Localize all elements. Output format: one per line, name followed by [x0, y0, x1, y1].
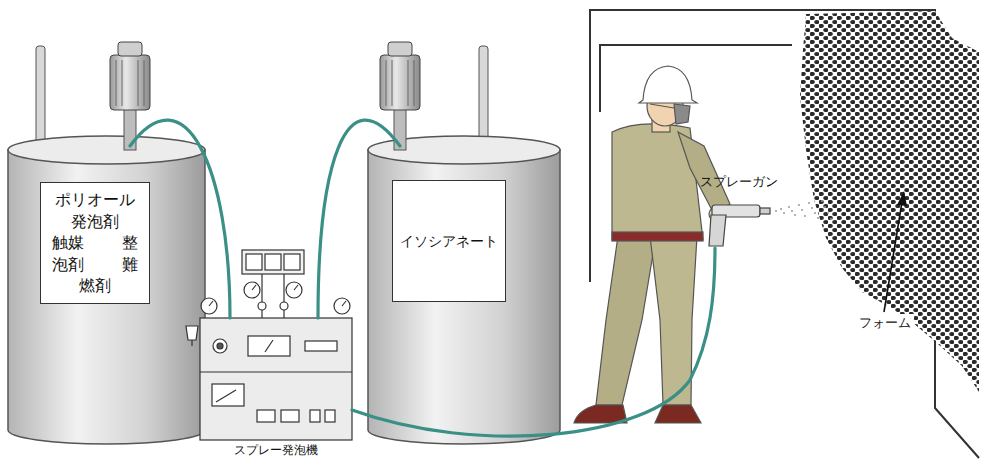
spray-mist — [775, 200, 832, 220]
tank-label: ポリオール 発泡剤 触媒 整泡剤 難燃剤 — [40, 182, 150, 304]
tank-label-text: イソシアネート — [400, 232, 498, 250]
polyol-tank: ポリオール 発泡剤 触媒 整泡剤 難燃剤 — [8, 140, 205, 445]
worker — [574, 66, 730, 423]
spray-machine-drawing — [186, 250, 352, 440]
foam-area — [800, 11, 979, 392]
gun-label: スプレーガン — [700, 174, 778, 190]
machine-label: スプレー発泡機 — [234, 443, 318, 457]
isocyanate-tank — [368, 42, 560, 444]
spray-gun: スプレーガン — [705, 200, 772, 248]
tank-label: イソシアネート — [392, 180, 506, 302]
spray-gun-drawing — [709, 205, 770, 246]
hose — [318, 120, 400, 318]
polyol-tank — [8, 42, 205, 444]
tank-label-text: ポリオール 発泡剤 触媒 整泡剤 難燃剤 — [45, 189, 145, 297]
foam-label: フォーム — [856, 314, 914, 332]
hose-line — [318, 120, 400, 318]
isocyanate-tank: イソシアネート — [368, 140, 562, 445]
wall — [590, 10, 979, 458]
spray-machine: スプレー発泡機 — [200, 318, 352, 440]
leader-arrow — [884, 191, 907, 312]
